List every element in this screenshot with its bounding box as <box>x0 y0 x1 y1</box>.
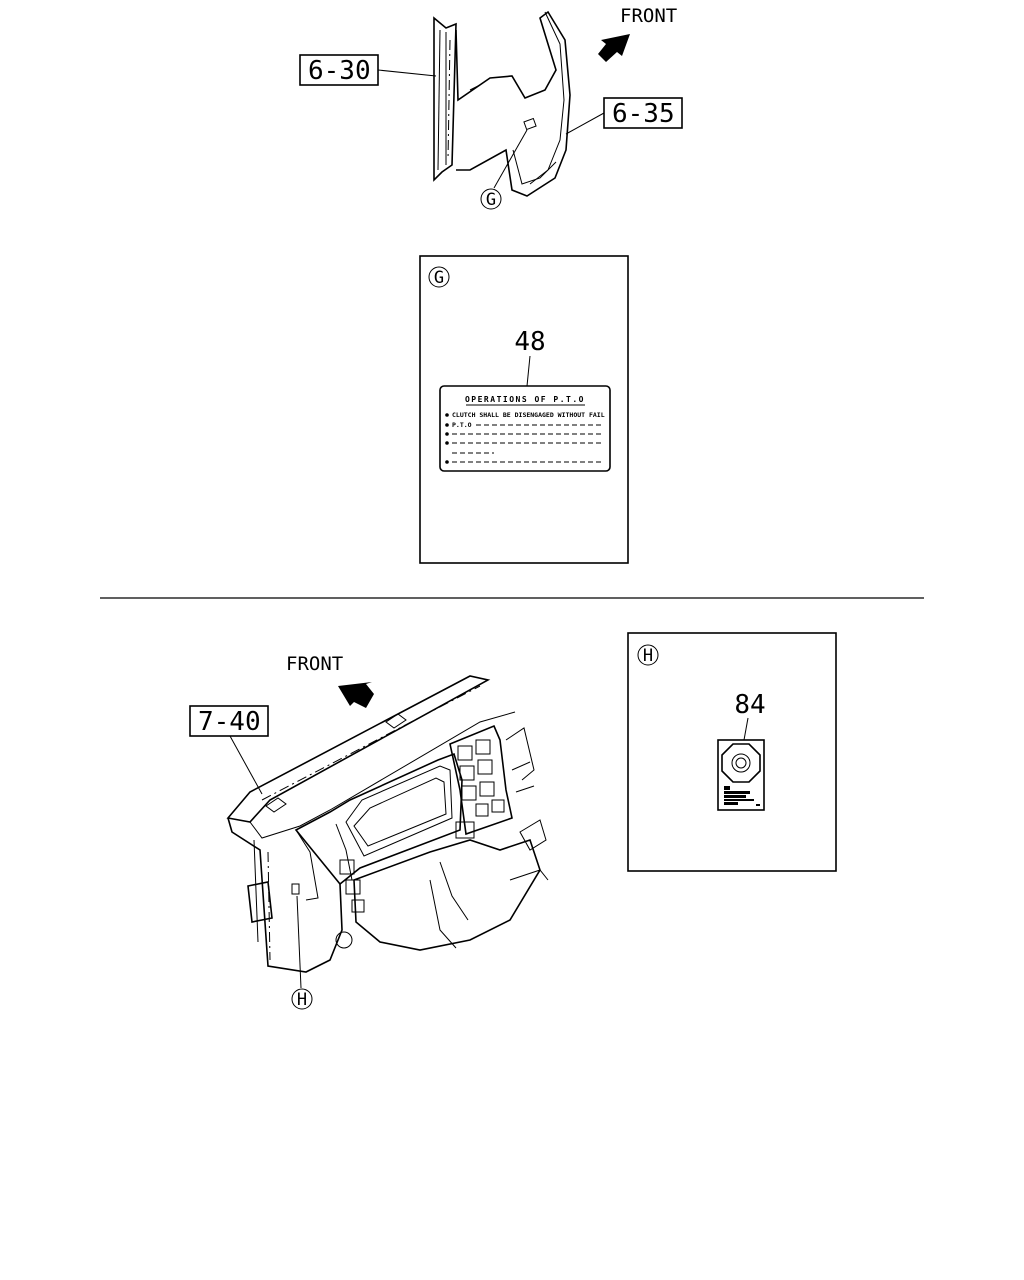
door-trim-drawing <box>433 10 571 197</box>
front-arrow-top: FRONT <box>598 5 677 62</box>
callout-6-30: 6-30 <box>299 54 437 86</box>
callout-7-40-text: 7-40 <box>198 707 261 737</box>
part-number-84: 84 <box>734 690 765 720</box>
detail-marker-g: G <box>480 188 502 210</box>
callout-7-40: 7-40 <box>189 705 269 795</box>
instrument-panel-drawing <box>226 675 549 989</box>
front-arrow-bottom: FRONT <box>286 653 374 708</box>
callout-6-35-text: 6-35 <box>612 99 675 129</box>
pto-label-line-2: P.T.O <box>452 421 472 429</box>
pto-label-line-1: CLUTCH SHALL BE DISENGAGED WITHOUT FAIL <box>452 411 605 419</box>
detail-g-marker: G <box>434 268 444 288</box>
detail-h-box: H 84 <box>627 632 837 872</box>
svg-text:G: G <box>486 190 496 210</box>
part-number-48: 48 <box>514 327 545 357</box>
detail-marker-h: H <box>291 988 313 1010</box>
callout-6-35: 6-35 <box>565 97 683 135</box>
detail-h-marker: H <box>643 646 653 666</box>
svg-text:H: H <box>297 990 307 1010</box>
front-label-bottom: FRONT <box>286 653 343 675</box>
pto-label-title: OPERATIONS OF P.T.O <box>465 395 585 404</box>
callout-6-30-text: 6-30 <box>308 56 371 86</box>
detail-g-box: G 48 OPERATIONS OF P.T.O CLUTCH SHALL BE… <box>419 255 629 564</box>
front-label-top: FRONT <box>620 5 677 27</box>
